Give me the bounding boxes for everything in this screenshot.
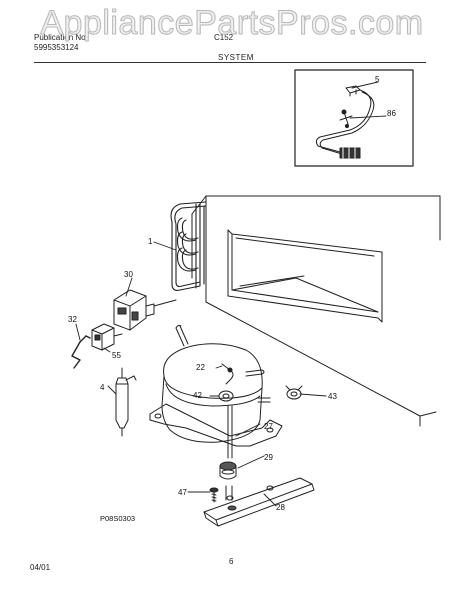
start-relay [113,289,177,331]
publication-label: Publication No. [34,33,88,42]
condenser-coil [170,201,207,291]
callout-30: 30 [124,270,133,279]
header-rule [34,62,426,63]
filter-drier [115,367,137,437]
power-cord-wire [71,335,91,369]
callout-22: 22 [196,363,205,372]
callout-43: 43 [328,392,337,401]
model-number: C152 [214,33,234,42]
callout-4: 4 [100,383,105,392]
callout-29: 29 [264,453,273,462]
compressor [149,324,283,459]
rubber-grommet [219,461,237,480]
callout-55: 55 [112,351,121,360]
callout-28: 28 [276,503,285,512]
publication-info: Publication No. 5995353124 [34,33,88,53]
callout-47: 47 [178,488,187,497]
section-title: SYSTEM [218,53,254,62]
callout-86: 86 [387,109,396,118]
callout-1: 1 [148,237,153,246]
callout-5: 5 [375,75,380,84]
inset-wiring-detail [294,69,414,167]
cabinet-outline [191,195,441,427]
mounting-screw [209,487,219,503]
callout-42: 42 [193,391,202,400]
relay-cover [91,323,123,351]
page-number: 6 [229,557,234,566]
callout-32: 32 [68,315,77,324]
publication-number: 5995353124 [34,43,79,52]
footer-date: 04/01 [30,563,51,572]
callout-27: 27 [264,422,273,431]
tube-clamp [285,385,303,400]
leader-lines [75,81,387,507]
mounting-rail [203,477,315,527]
diagram-code: P08S0303 [100,514,135,523]
